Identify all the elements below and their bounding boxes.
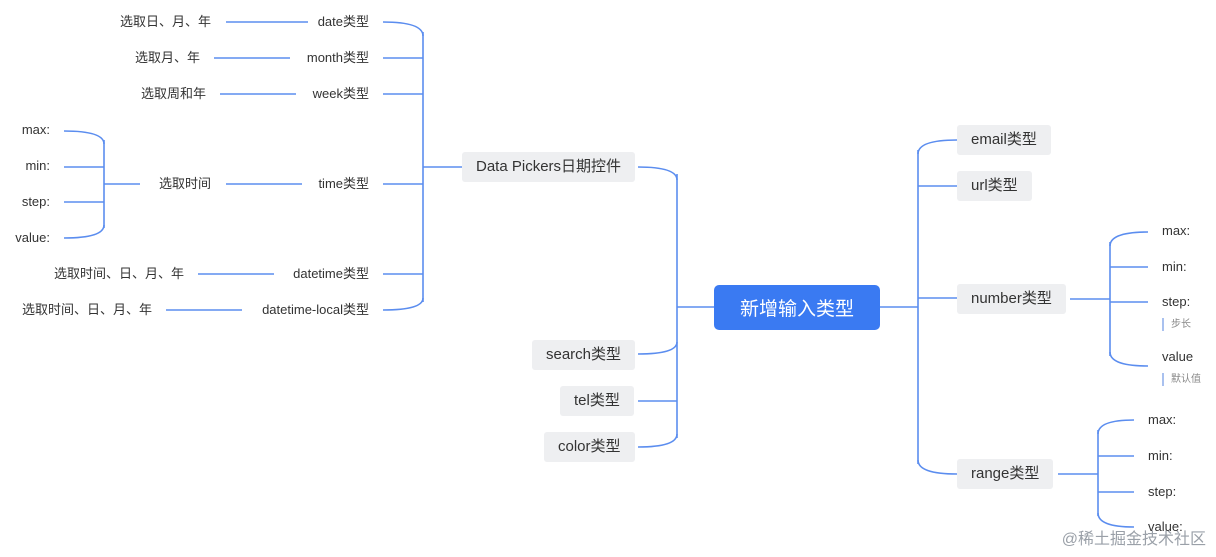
range-attr-max[interactable]: max: bbox=[1148, 412, 1177, 427]
date-pickers-node[interactable]: Data Pickers日期控件 bbox=[462, 152, 636, 182]
tel-type-node[interactable]: tel类型 bbox=[560, 386, 634, 416]
root-node[interactable]: 新增输入类型 bbox=[714, 285, 880, 330]
color-type-node[interactable]: color类型 bbox=[544, 432, 635, 462]
value-note: 默认值 bbox=[1162, 373, 1201, 386]
range-attr-min[interactable]: min: bbox=[1148, 448, 1173, 463]
time-type-node[interactable]: time类型 bbox=[318, 176, 369, 191]
number-attr-step[interactable]: step: bbox=[1162, 294, 1191, 309]
datetime-type-node[interactable]: datetime类型 bbox=[293, 266, 369, 281]
time-attr-max[interactable]: max: bbox=[21, 122, 50, 137]
month-desc[interactable]: 选取月、年 bbox=[134, 50, 200, 65]
range-attr-step[interactable]: step: bbox=[1148, 484, 1177, 499]
date-type-node[interactable]: date类型 bbox=[317, 14, 369, 29]
time-attr-step[interactable]: step: bbox=[21, 194, 50, 209]
datetime-local-desc[interactable]: 选取时间、日、月、年 bbox=[21, 302, 152, 317]
week-type-node[interactable]: week类型 bbox=[312, 86, 369, 101]
search-type-node[interactable]: search类型 bbox=[532, 340, 636, 370]
number-attr-min[interactable]: min: bbox=[1162, 259, 1187, 274]
number-type-node[interactable]: number类型 bbox=[957, 284, 1066, 314]
email-type-node[interactable]: email类型 bbox=[957, 125, 1051, 155]
url-type-node[interactable]: url类型 bbox=[957, 171, 1032, 201]
step-note: 步长 bbox=[1162, 318, 1191, 331]
datetime-desc[interactable]: 选取时间、日、月、年 bbox=[53, 266, 184, 281]
time-attr-value[interactable]: value: bbox=[15, 230, 50, 245]
number-attr-value[interactable]: value bbox=[1162, 349, 1194, 364]
watermark: @稀土掘金技术社区 bbox=[1061, 531, 1206, 548]
time-attr-min[interactable]: min: bbox=[25, 158, 50, 173]
month-type-node[interactable]: month类型 bbox=[306, 50, 369, 65]
week-desc[interactable]: 选取周和年 bbox=[140, 86, 206, 101]
date-desc[interactable]: 选取日、月、年 bbox=[119, 14, 211, 29]
time-desc[interactable]: 选取时间 bbox=[158, 176, 211, 191]
number-attr-max[interactable]: max: bbox=[1162, 223, 1191, 238]
range-attr-value[interactable]: value: bbox=[1148, 519, 1183, 534]
datetime-local-type-node[interactable]: datetime-local类型 bbox=[262, 302, 369, 317]
range-type-node[interactable]: range类型 bbox=[957, 459, 1054, 489]
